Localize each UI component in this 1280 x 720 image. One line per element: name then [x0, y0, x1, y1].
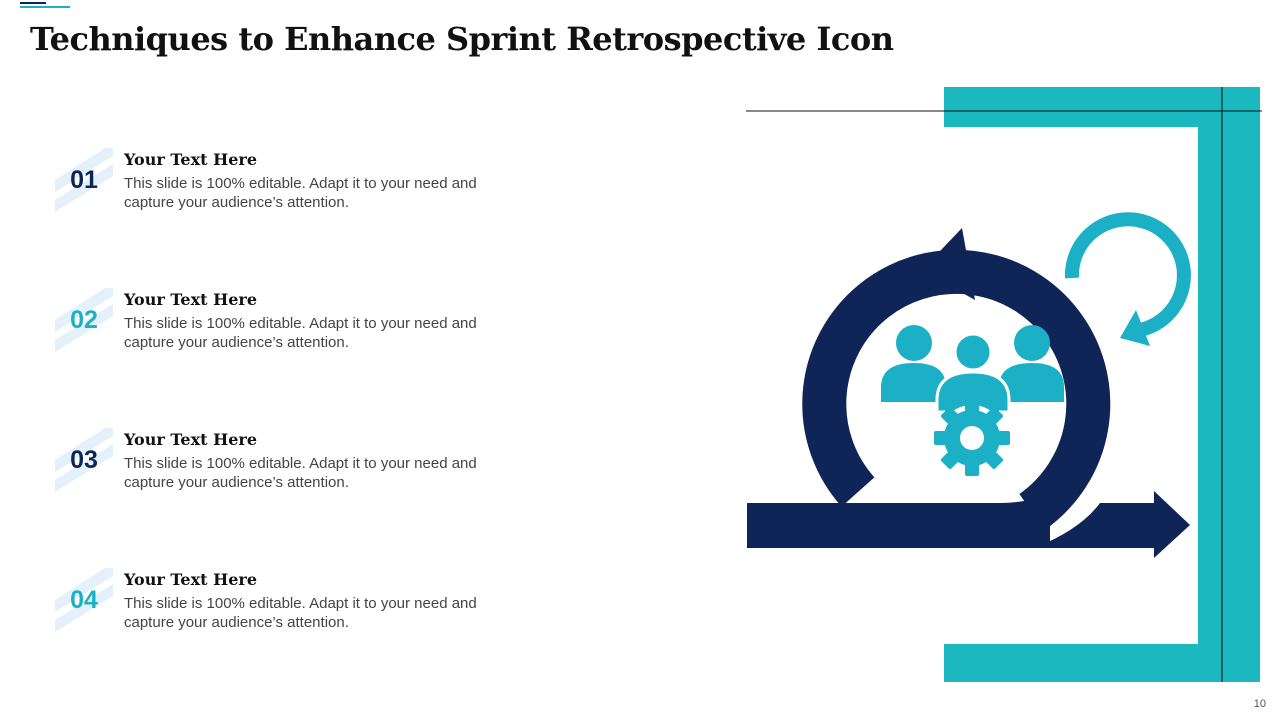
item-number: 03 — [70, 446, 98, 474]
list-item-1: 01 Your Text Here This slide is 100% edi… — [55, 148, 495, 218]
item-description: This slide is 100% editable. Adapt it to… — [124, 455, 477, 491]
item-heading: Your Text Here — [124, 290, 257, 309]
sprint-loop-arrow-icon — [747, 228, 1190, 558]
item-heading: Your Text Here — [124, 150, 257, 169]
item-number: 04 — [70, 586, 98, 614]
accent-bar-light — [20, 6, 70, 8]
top-accent — [20, 0, 70, 8]
item-number: 02 — [70, 306, 98, 334]
item-heading: Your Text Here — [124, 570, 257, 589]
refresh-arrow-icon — [1064, 212, 1191, 346]
list-item-4: 04 Your Text Here This slide is 100% edi… — [55, 568, 495, 638]
item-heading: Your Text Here — [124, 430, 257, 449]
item-description: This slide is 100% editable. Adapt it to… — [124, 595, 477, 631]
list-item-3: 03 Your Text Here This slide is 100% edi… — [55, 428, 495, 498]
page-number: 10 — [1253, 698, 1266, 710]
number-stripe-icon — [55, 568, 113, 632]
number-stripe-icon — [55, 148, 113, 212]
teal-frame — [944, 87, 1260, 682]
item-number: 01 — [70, 166, 98, 194]
accent-bar-dark — [20, 2, 46, 4]
gear-icon — [934, 400, 1010, 476]
list-item-2: 02 Your Text Here This slide is 100% edi… — [55, 288, 495, 358]
item-description: This slide is 100% editable. Adapt it to… — [124, 175, 477, 211]
page-title: Techniques to Enhance Sprint Retrospecti… — [30, 20, 894, 58]
number-stripe-icon — [55, 288, 113, 352]
number-stripe-icon — [55, 428, 113, 492]
team-icon — [881, 325, 1064, 414]
item-description: This slide is 100% editable. Adapt it to… — [124, 315, 477, 351]
